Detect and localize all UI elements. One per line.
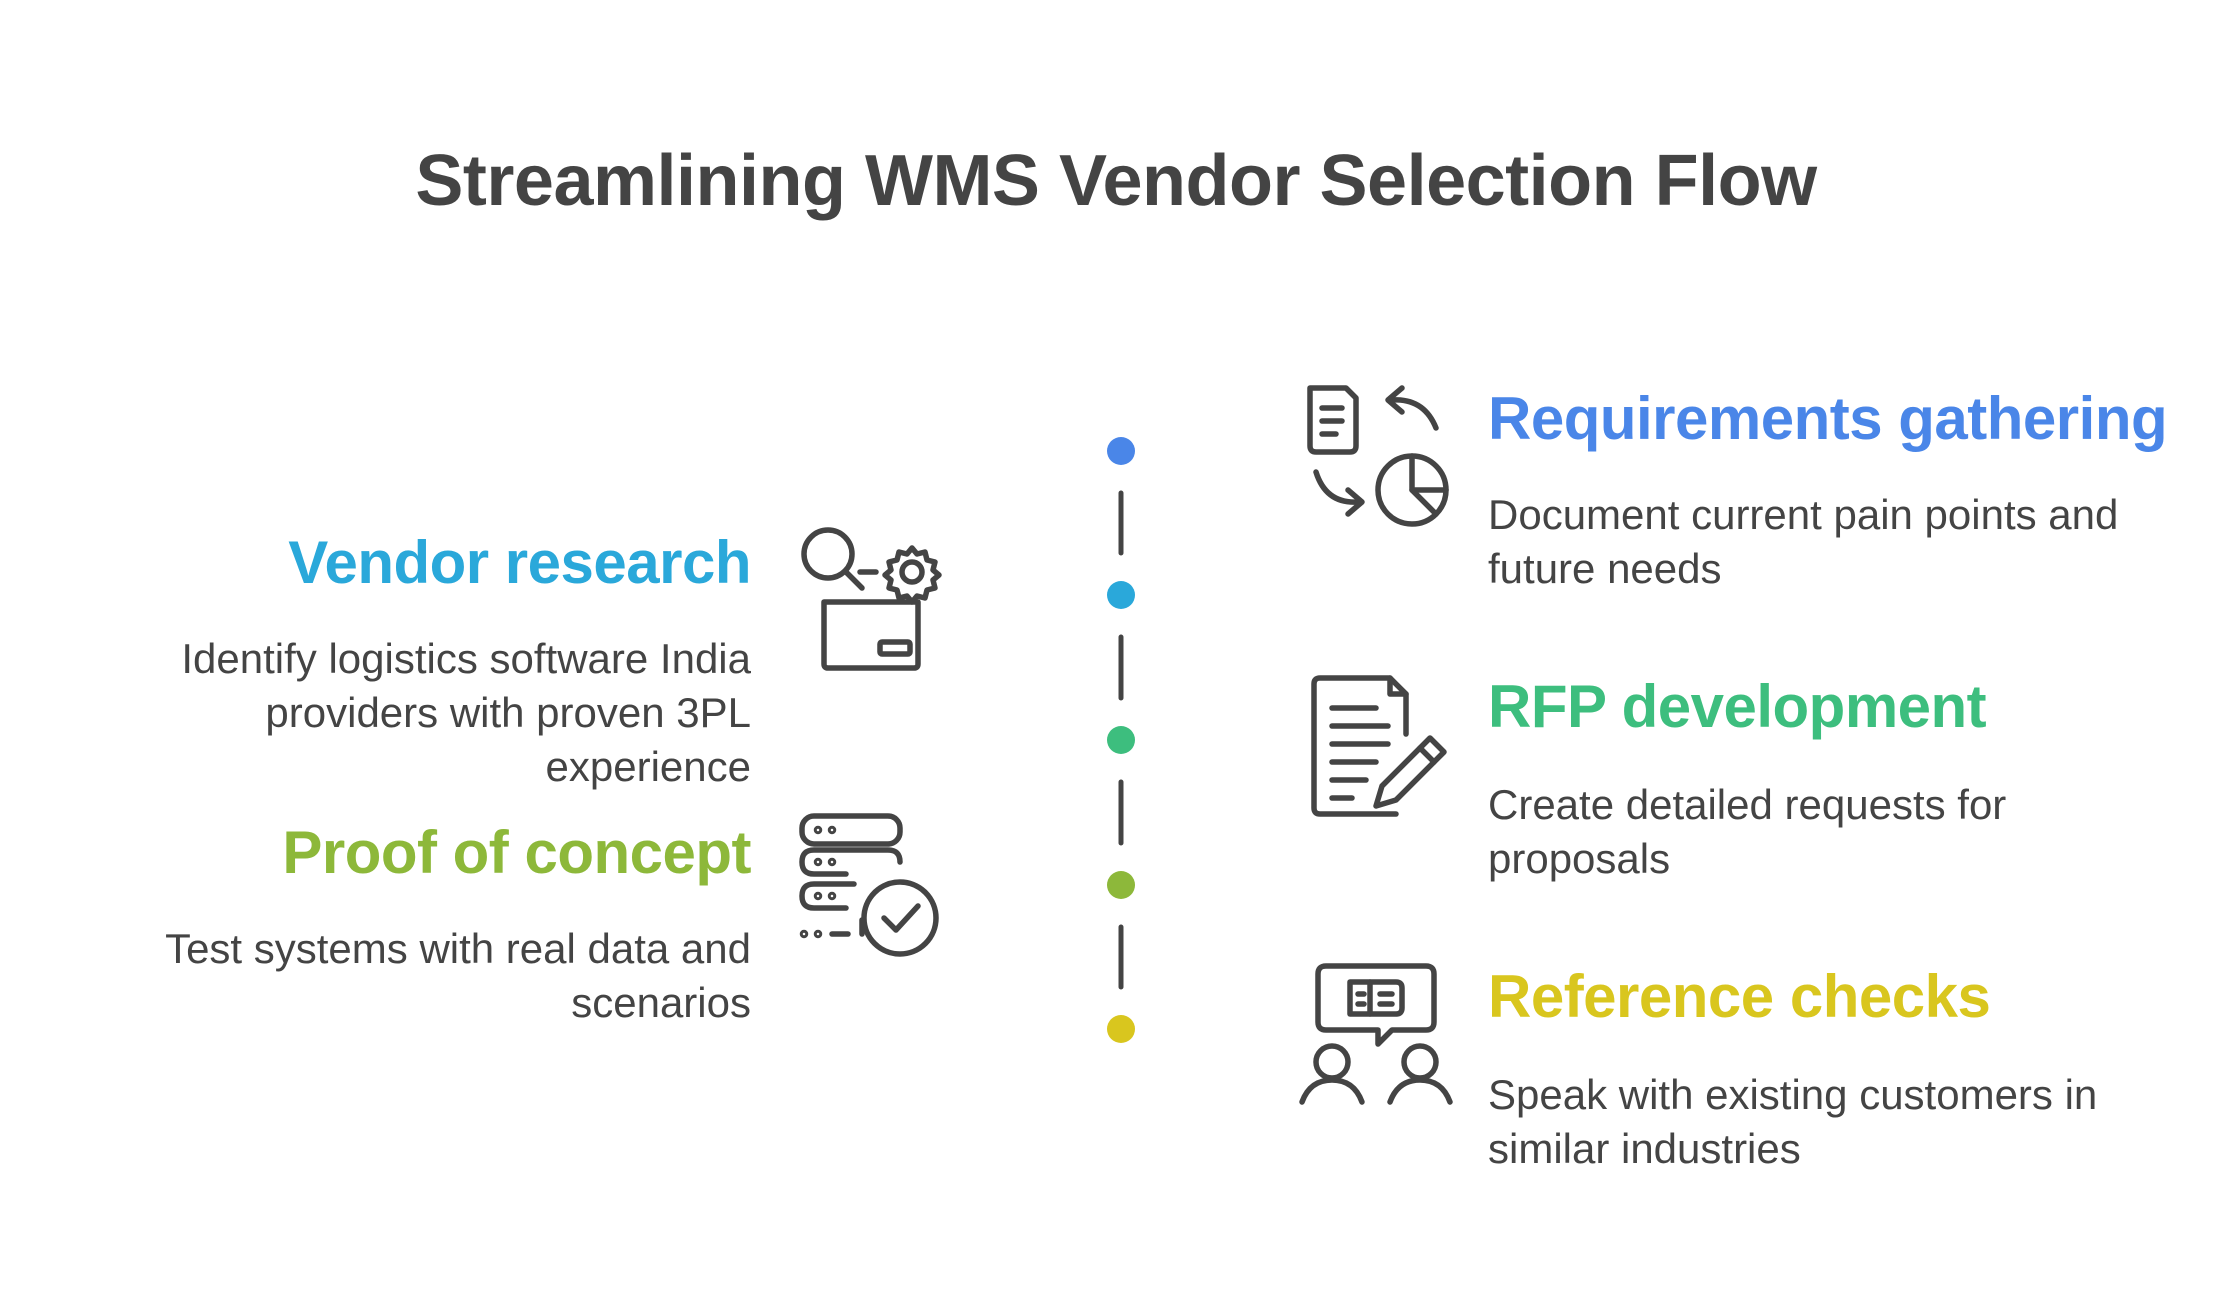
step-title-rfp: RFP development (1488, 673, 1987, 740)
timeline-dot (1107, 437, 1135, 465)
step-title-reference: Reference checks (1488, 963, 1991, 1030)
timeline-dot (1107, 1015, 1135, 1043)
timeline-dot (1107, 871, 1135, 899)
step-title-poc: Proof of concept (282, 819, 751, 886)
step-desc-poc: Test systems with real data and scenario… (165, 925, 751, 1026)
step-desc-vendor-research: Identify logistics software India provid… (181, 635, 751, 790)
document-pencil-icon (1296, 664, 1456, 824)
search-gear-box-icon (794, 518, 954, 678)
timeline-dot (1107, 726, 1135, 754)
page-title: Streamlining WMS Vendor Selection Flow (415, 141, 1817, 221)
server-check-icon (794, 810, 954, 970)
document-chart-cycle-icon (1296, 376, 1456, 536)
step-desc-requirements: Document current pain points and future … (1488, 491, 2119, 592)
people-chat-icon (1296, 952, 1456, 1112)
step-title-requirements: Requirements gathering (1488, 385, 2168, 452)
timeline-dot (1107, 581, 1135, 609)
step-desc-rfp: Create detailed requests for proposals (1488, 781, 2007, 882)
step-title-vendor-research: Vendor research (288, 529, 751, 596)
step-desc-reference: Speak with existing customers in similar… (1488, 1071, 2098, 1172)
